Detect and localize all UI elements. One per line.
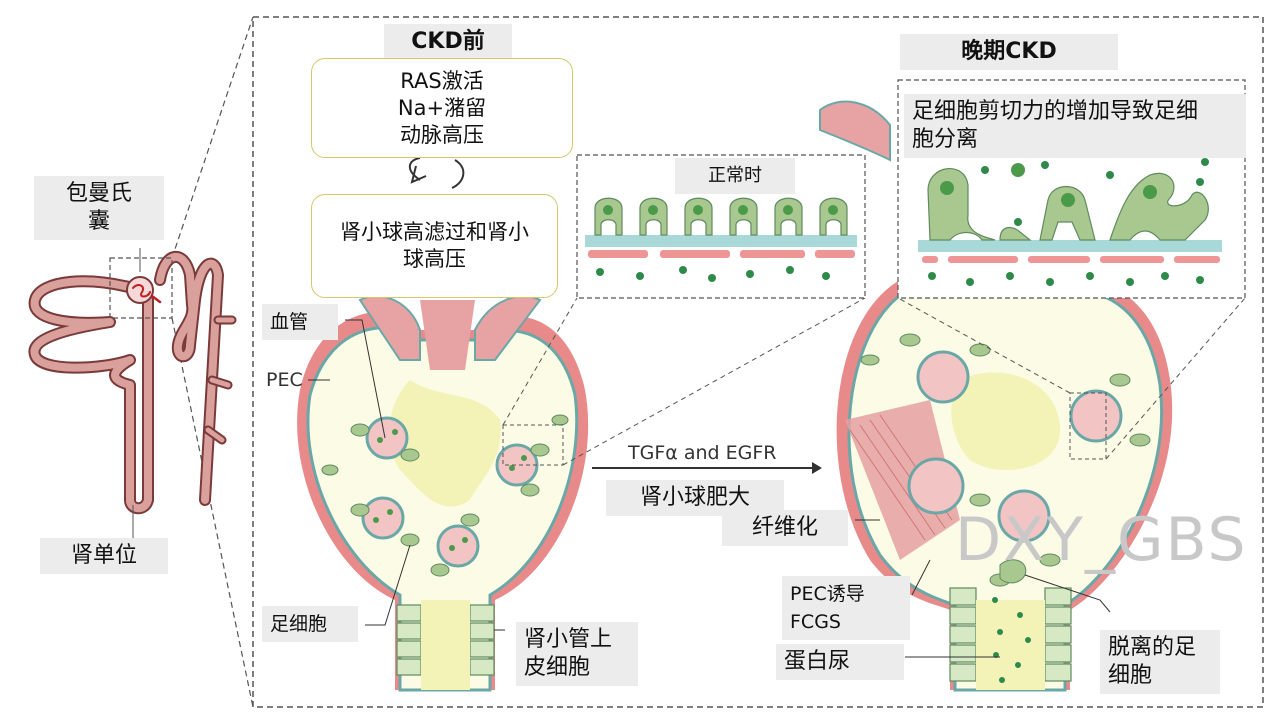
normal-label: 正常时 bbox=[675, 158, 795, 194]
hypertrophy-label: 肾小球肥大 bbox=[606, 480, 784, 516]
right-glomerulus bbox=[819, 100, 1173, 692]
leader-lines bbox=[308, 319, 1111, 658]
detached-podocyte-label: 脱离的足 细胞 bbox=[1100, 630, 1220, 694]
pre-ckd-title: CKD前 bbox=[384, 24, 512, 60]
shear-stress-label: 足细胞剪切力的增加导致足细 胞分离 bbox=[904, 94, 1246, 158]
left-glomerulus bbox=[297, 295, 589, 692]
bowman-capsule-label: 包曼氏 囊 bbox=[34, 176, 164, 240]
main-frame bbox=[252, 16, 1264, 708]
detaching-podocytes bbox=[918, 158, 1222, 286]
pec-fcgs-label: PEC诱导 FCGS bbox=[782, 576, 910, 640]
arrow-text: TGFα and EGFR bbox=[628, 442, 777, 464]
ras-box: RAS激活 Na+潴留 动脉高压 bbox=[311, 58, 573, 158]
right-zoom-box bbox=[1069, 392, 1107, 460]
glomerular-hypertension-box: 肾小球高滤过和肾小 球高压 bbox=[311, 194, 558, 298]
podocyte-label: 足细胞 bbox=[262, 606, 358, 642]
normal-podocytes bbox=[585, 197, 857, 282]
late-ckd-title: 晚期CKD bbox=[900, 34, 1118, 70]
cycle-arrow-icon bbox=[408, 157, 421, 181]
nephron-label: 肾单位 bbox=[40, 538, 168, 574]
fibrosis-label: 纤维化 bbox=[722, 510, 848, 546]
watermark: DXY_GBS bbox=[955, 505, 1248, 575]
pec-label: PEC bbox=[266, 369, 303, 391]
tubular-epithelium-label: 肾小管上 皮细胞 bbox=[516, 622, 638, 686]
nephron-illustration bbox=[28, 250, 237, 515]
proteinuria-label: 蛋白尿 bbox=[776, 644, 904, 680]
vessel-label: 血管 bbox=[262, 304, 338, 340]
left-zoom-box bbox=[502, 424, 564, 466]
nephron-zoom-box bbox=[109, 257, 173, 319]
